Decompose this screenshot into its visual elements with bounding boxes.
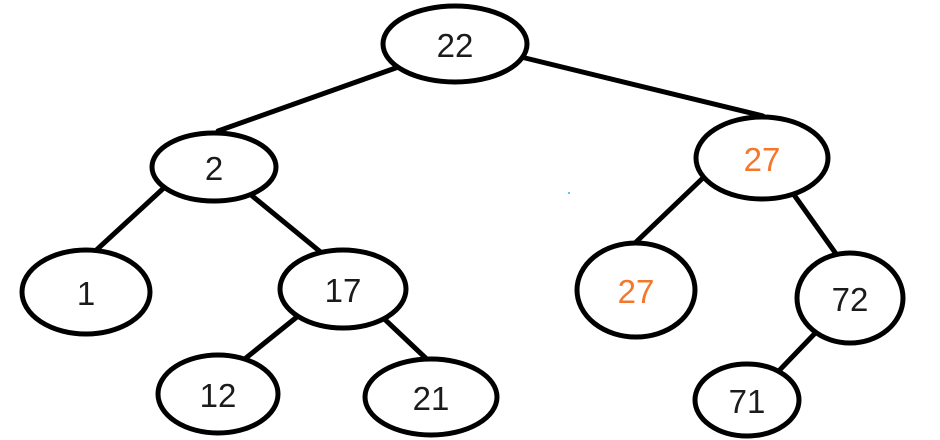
tree-node-circle-72	[794, 250, 906, 346]
tree-node-label-22: 22	[437, 27, 474, 64]
tree-edge-22-2	[215, 62, 407, 134]
tree-node-label-21: 21	[413, 380, 450, 417]
tree-node-12: 12	[155, 352, 281, 436]
tree-node-27b: 27	[574, 240, 698, 340]
tree-node-label-1: 1	[77, 275, 95, 312]
tree-node-circle-17	[277, 247, 409, 331]
tree-node-label-27b: 27	[618, 273, 655, 310]
tree-node-27a: 27	[693, 114, 831, 202]
tree-node-72: 72	[794, 250, 906, 346]
tree-node-label-2: 2	[205, 150, 223, 187]
tree-edge-17-12	[238, 309, 306, 365]
tree-edge-17-21	[375, 310, 436, 368]
tree-node-circle-27a	[693, 114, 831, 202]
tree-node-label-17: 17	[325, 272, 362, 309]
tree-node-17: 17	[277, 247, 409, 331]
tree-node-label-12: 12	[200, 377, 237, 414]
tree-node-circle-27b	[574, 240, 698, 340]
tree-node-circle-71	[692, 361, 802, 439]
tree-edge-27a-72	[784, 182, 842, 261]
tree-edge-2-1	[88, 182, 170, 258]
tree-node-22: 22	[380, 3, 530, 85]
tree-edge-22-27a	[514, 53, 766, 119]
tree-node-circle-1	[19, 247, 153, 337]
tree-node-2: 2	[149, 130, 279, 204]
tree-node-circle-2	[149, 130, 279, 204]
tree-node-circle-22	[380, 3, 530, 85]
tree-node-label-71: 71	[729, 383, 766, 420]
tree-node-21: 21	[362, 356, 500, 438]
tree-node-1: 1	[19, 247, 153, 337]
tree-node-71: 71	[692, 361, 802, 439]
tree-node-circle-21	[362, 356, 500, 438]
tree-node-label-72: 72	[832, 281, 869, 318]
tree-node-label-27a: 27	[744, 141, 781, 178]
stray-dot	[568, 192, 570, 194]
tree-edge-72-71	[769, 323, 825, 381]
tree-edge-27a-27b	[631, 173, 708, 247]
tree-edge-2-17	[242, 187, 326, 257]
tree-node-circle-12	[155, 352, 281, 436]
